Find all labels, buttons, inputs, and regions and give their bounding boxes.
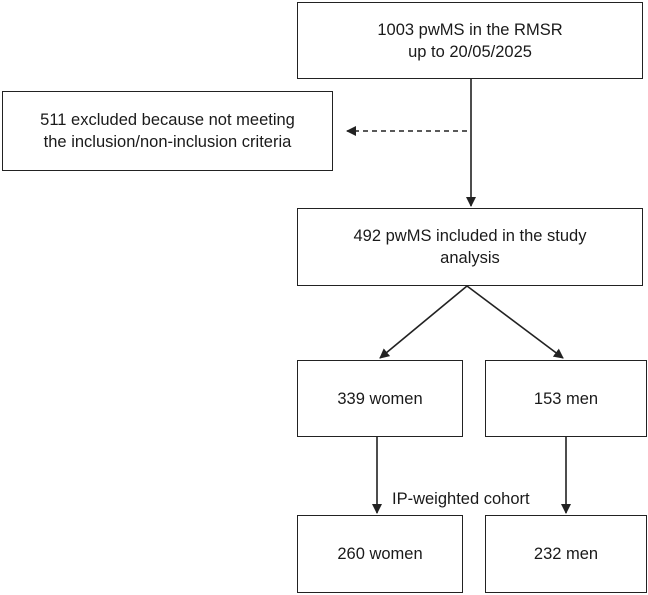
arrow-included-to-women: [379, 285, 468, 359]
weighted-women-box-text: 260 women: [337, 545, 423, 563]
women-box: 339 women: [297, 360, 463, 437]
included-box-text: 492 pwMS included in the study analysis: [353, 227, 587, 267]
excluded-box: 511 excluded because not meeting the inc…: [2, 91, 333, 171]
total-box-text: 1003 pwMS in the RMSR up to 20/05/2025: [377, 20, 563, 61]
men-box-text: 153 men: [533, 389, 599, 408]
total-box: 1003 pwMS in the RMSR up to 20/05/2025: [297, 2, 643, 79]
weighted-men-box-text: 232 men: [533, 545, 599, 563]
weighted-men-box: 232 men: [485, 515, 647, 593]
women-box-text: 339 women: [337, 389, 423, 408]
arrow-included-to-men: [466, 285, 564, 359]
weighted-women-box: 260 women: [297, 515, 463, 593]
ip-weighted-cohort-label: IP-weighted cohort: [388, 489, 534, 509]
men-box: 153 men: [485, 360, 647, 437]
excluded-box-text: 511 excluded because not meeting the inc…: [40, 111, 295, 151]
included-box: 492 pwMS included in the study analysis: [297, 208, 643, 286]
